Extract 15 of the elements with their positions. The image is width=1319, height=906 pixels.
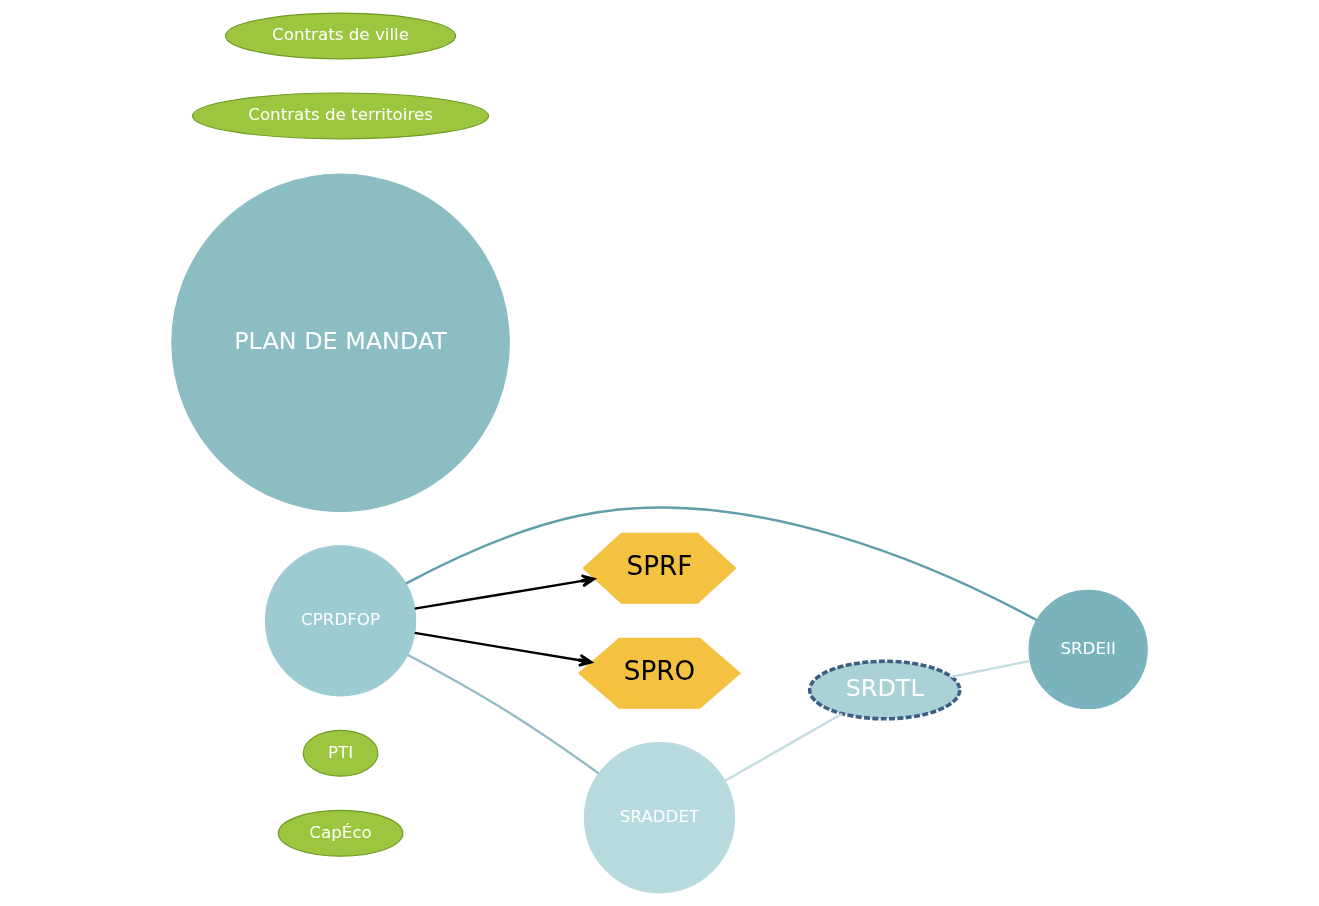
node-circle: SRADDET: [583, 742, 736, 894]
connector: [405, 506, 1038, 622]
connector: [951, 659, 1031, 678]
arrow: [414, 631, 593, 667]
node-circle: PLAN DE MANDAT: [171, 173, 510, 512]
node-ellipse: Contrats de territoires: [192, 92, 490, 140]
node-ellipse: SRDTL: [807, 659, 962, 721]
node-ellipse: CapÉco: [277, 809, 404, 857]
node-ellipse: Contrats de ville: [225, 12, 457, 60]
node-ellipse: PTI: [302, 729, 379, 777]
connector: [407, 653, 600, 775]
arrow: [414, 574, 596, 610]
connector: [724, 712, 843, 782]
node-circle: SRDEII: [1028, 589, 1148, 710]
node-circle: CPRDFOP: [264, 545, 417, 697]
